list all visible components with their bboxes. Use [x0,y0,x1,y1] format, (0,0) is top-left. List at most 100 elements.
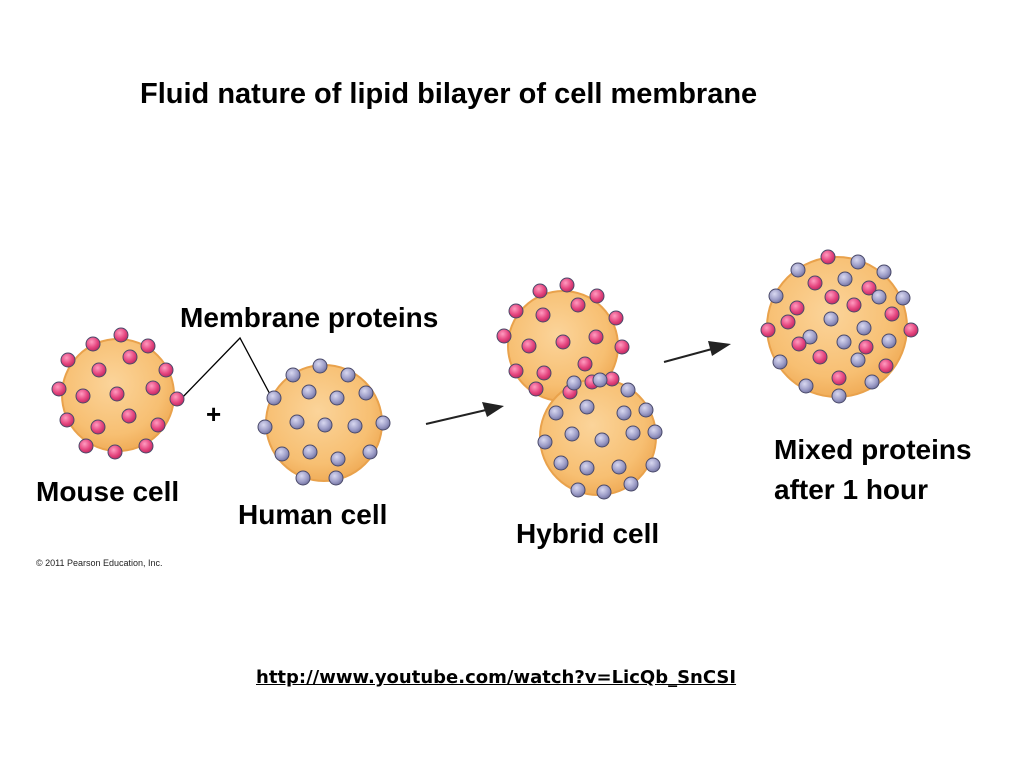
human-protein-dot [881,333,897,349]
mouse-protein-dot [121,408,137,424]
human-protein-dot [768,288,784,304]
copyright-notice: © 2011 Pearson Education, Inc. [36,558,163,568]
mouse-protein-dot [91,362,107,378]
mouse-protein-dot [614,339,630,355]
mouse-protein-dot [496,328,512,344]
mouse-protein-dot [884,306,900,322]
youtube-link[interactable]: http://www.youtube.com/watch?v=LicQb_SnC… [256,667,737,688]
human-protein-dot [358,385,374,401]
human-protein-dot [302,444,318,460]
human-protein-dot [638,402,654,418]
diagram-title: Fluid nature of lipid bilayer of cell me… [140,78,758,110]
mouse-protein-dot [608,310,624,326]
arrow-to-hybrid [425,402,504,425]
mouse-protein-dot [60,352,76,368]
mouse-protein-dot [521,338,537,354]
mouse-protein-dot [122,349,138,365]
human-protein-dot [594,432,610,448]
human-protein-dot [330,451,346,467]
human-protein-dot [347,418,363,434]
human-protein-dot [375,415,391,431]
mouse-protein-dot [158,362,174,378]
human-protein-dot [871,289,887,305]
human-protein-dot [611,459,627,475]
mouse-protein-dot [51,381,67,397]
human-protein-dot [579,399,595,415]
mouse-protein-dot [78,438,94,454]
mouse-protein-dot [145,380,161,396]
plus-sign: + [206,399,222,429]
human-protein-dot [647,424,663,440]
human-protein-dot [570,482,586,498]
human-protein-dot [836,334,852,350]
human-protein-dot [837,271,853,287]
mouse-protein-dot [169,391,185,407]
mouse-protein-dot [780,314,796,330]
human-protein-dot [329,390,345,406]
mouse-protein-dot [107,444,123,460]
mouse-protein-dot [824,289,840,305]
human-protein-dot [340,367,356,383]
mouse-protein-dot [577,356,593,372]
human-protein-dot [623,476,639,492]
mouse-protein-dot [846,297,862,313]
mouse-protein-dot [508,303,524,319]
human-protein-dot [301,384,317,400]
human-protein-dot [328,470,344,486]
human-protein-dot [645,457,661,473]
arrow-to-mixed [663,341,731,363]
human-protein-dot [274,446,290,462]
human-protein-dot [772,354,788,370]
human-protein-dot [312,358,328,374]
human-protein-dot [548,405,564,421]
human-protein-dot [257,419,273,435]
human-protein-dot [362,444,378,460]
human-cell-label: Human cell [238,499,388,530]
human-protein-dot [566,375,582,391]
human-protein-dot [864,374,880,390]
mouse-protein-dot [535,307,551,323]
human-protein-dot [850,254,866,270]
mouse-protein-dot [85,336,101,352]
human-protein-dot [266,390,282,406]
hybrid-cell-label: Hybrid cell [516,518,660,549]
human-protein-dot [579,460,595,476]
human-protein-dot [876,264,892,280]
mouse-protein-dot [791,336,807,352]
mouse-protein-dot [807,275,823,291]
mouse-cell-label: Mouse cell [36,476,180,507]
mouse-protein-dot [109,386,125,402]
mouse-protein-dot [150,417,166,433]
membrane-proteins-label: Membrane proteins [180,302,439,333]
mouse-protein-dot [559,277,575,293]
human-protein-dot [285,367,301,383]
human-protein-dot [798,378,814,394]
mouse-protein-dot [858,339,874,355]
mixed-proteins-label-line1: Mixed proteins [774,434,972,465]
mouse-protein-dot [878,358,894,374]
mouse-protein-dot [555,334,571,350]
mouse-protein-dot [589,288,605,304]
mouse-protein-dot [789,300,805,316]
mouse-protein-dot [812,349,828,365]
human-protein-dot [295,470,311,486]
mixed-proteins-label-line2: after 1 hour [774,474,929,505]
human-protein-dot [831,388,847,404]
mouse-protein-dot [90,419,106,435]
human-protein-dot [823,311,839,327]
mouse-protein-dot [75,388,91,404]
human-protein-dot [289,414,305,430]
mouse-protein-dot [588,329,604,345]
human-protein-dot [620,382,636,398]
human-protein-dot [850,352,866,368]
mouse-protein-dot [536,365,552,381]
human-protein-dot [802,329,818,345]
membrane-proteins-pointer-lines [177,336,273,403]
human-protein-dot [895,290,911,306]
mouse-protein-dot [570,297,586,313]
human-protein-dot [616,405,632,421]
human-protein-dot [564,426,580,442]
mouse-protein-dot [138,438,154,454]
mouse-protein-dot [831,370,847,386]
